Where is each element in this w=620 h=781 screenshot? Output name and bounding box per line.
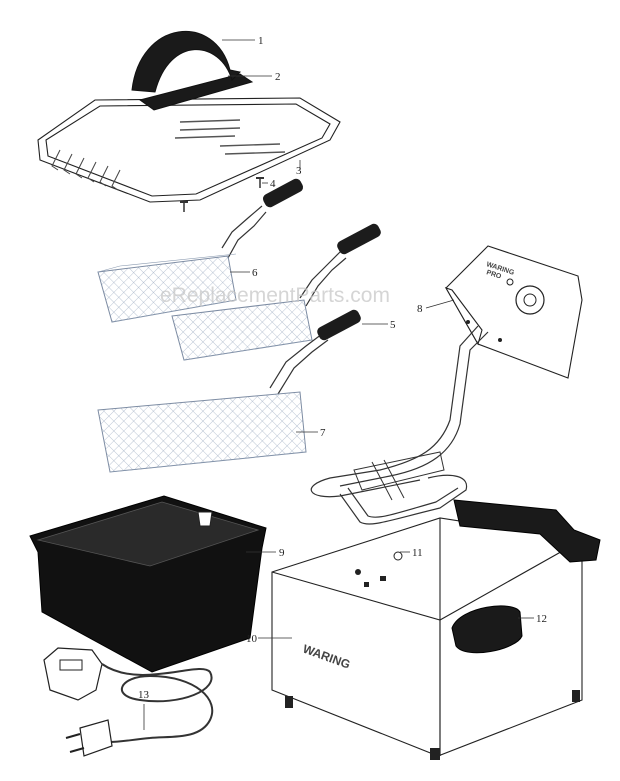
callout-11: 11 [412,547,423,559]
panel-brand-line2: PRO [485,269,502,281]
small-basket-left [97,178,304,323]
large-basket [97,309,361,473]
oil-tank [29,495,267,673]
callout-12: 12 [536,613,547,625]
side-handle [451,605,523,654]
screw-lid [180,201,188,212]
lid-handle [131,31,242,93]
callout-1: 1 [258,35,264,47]
callout-8: 8 [417,303,423,315]
callout-10: 10 [246,633,258,645]
small-basket-right [171,223,381,361]
callout-5: 5 [390,319,396,331]
lid [37,97,341,203]
heating-element [310,325,489,525]
callout-4: 4 [270,178,276,190]
handle-bracket [138,73,254,111]
power-cord [43,647,214,757]
fryer-housing: WARING [271,499,601,760]
callouts: 1 2 3 4 5 6 7 8 9 10 11 12 13 [138,35,547,730]
control-panel: WARING PRO [444,245,583,379]
callout-9: 9 [279,547,285,559]
callout-6: 6 [252,267,258,279]
screw [256,177,264,188]
callout-7: 7 [320,427,326,439]
watermark: eReplacementParts.com [160,284,390,307]
callout-2: 2 [275,71,281,83]
callout-3: 3 [296,165,302,177]
callout-13: 13 [138,689,150,701]
